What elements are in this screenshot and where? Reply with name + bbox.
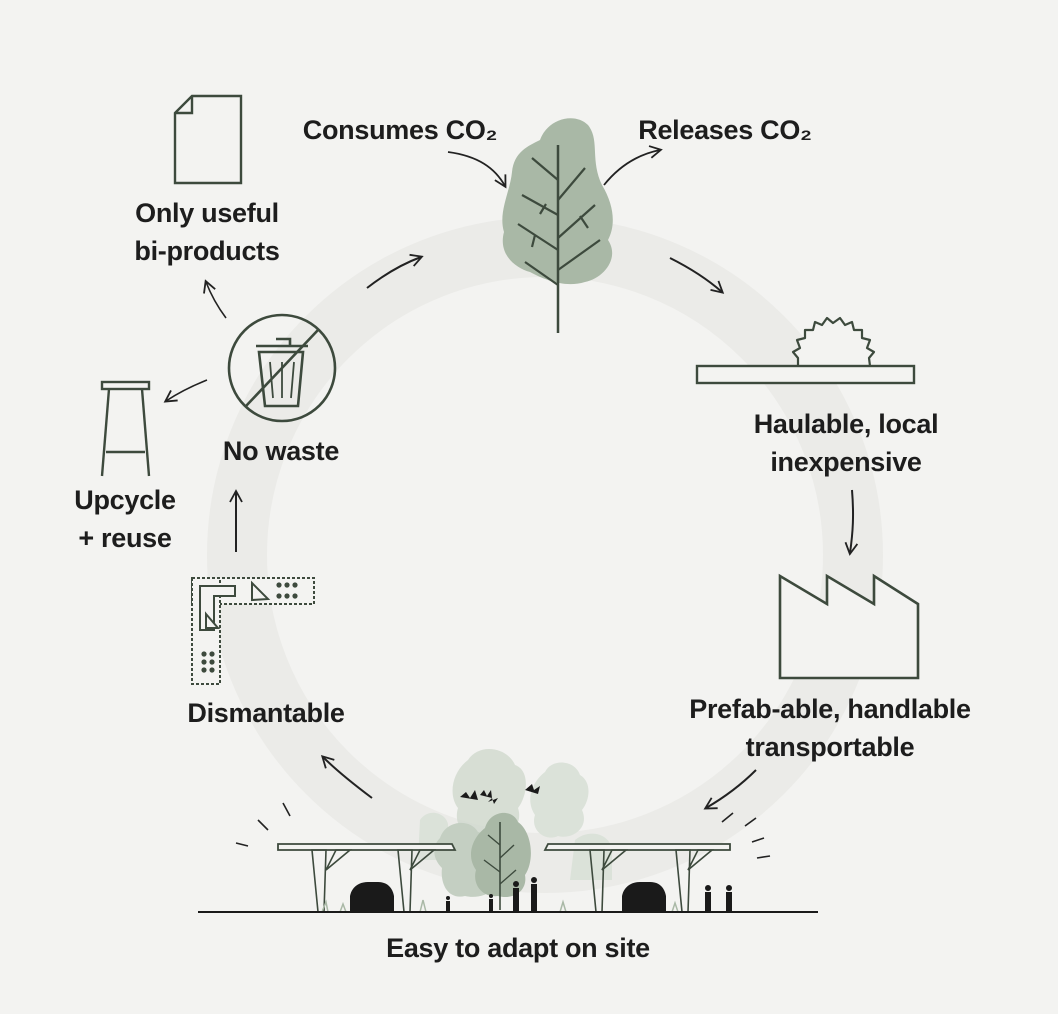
haulable-line1: Haulable, local	[753, 409, 939, 439]
dismantable-label: Dismantable	[187, 698, 345, 728]
prefab-line1: Prefab-able, handlable	[689, 694, 971, 724]
arrow-nowaste-to-stool	[163, 379, 208, 403]
no-trash-icon	[227, 313, 337, 423]
prefab-line2: transportable	[745, 732, 915, 762]
no-waste-label: No waste	[222, 436, 340, 466]
haulable-label: Haulable, local inexpensive	[716, 405, 976, 481]
arrow-out-icon	[603, 145, 663, 186]
document-icon	[173, 94, 243, 185]
upcycle-label: Upcycle + reuse	[40, 481, 210, 557]
useful-line1: Only useful	[135, 198, 279, 228]
upcycle-line2: + reuse	[78, 523, 172, 553]
haulable-line2: inexpensive	[770, 447, 922, 477]
cycle-arrows	[163, 253, 859, 810]
useful-line2: bi-products	[134, 236, 280, 266]
upcycle-line1: Upcycle	[74, 485, 176, 515]
motion-marks	[235, 802, 771, 859]
tree-icon	[502, 118, 613, 333]
beam-joint-icon	[191, 577, 315, 685]
arrow-nowaste-to-tree	[366, 253, 424, 289]
arrow-site-to-joint	[320, 754, 373, 799]
consumes-co2-label: Consumes CO₂	[302, 115, 498, 145]
factory-icon	[778, 573, 920, 680]
stool-icon	[100, 380, 151, 477]
carport-structure-icon	[198, 749, 818, 913]
releases-co2-label: Releases CO₂	[638, 115, 812, 145]
prefab-label: Prefab-able, handlable transportable	[660, 690, 1000, 766]
arrow-nowaste-to-document	[203, 279, 227, 319]
arrow-saw-to-factory	[844, 489, 859, 556]
useful-byproducts-label: Only useful bi-products	[102, 194, 312, 270]
arrow-tree-to-saw	[669, 257, 725, 294]
saw-icon	[695, 316, 916, 385]
arrow-factory-to-site	[703, 769, 757, 810]
cycle-ring	[207, 217, 883, 893]
adapt-label: Easy to adapt on site	[386, 933, 650, 963]
arrow-in-icon	[447, 151, 507, 189]
